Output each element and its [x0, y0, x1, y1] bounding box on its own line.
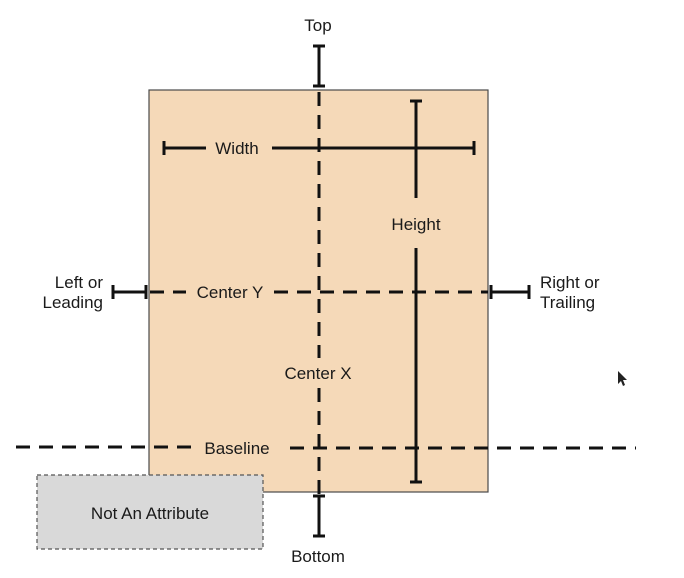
center-x-label: Center X: [284, 364, 351, 383]
baseline-label: Baseline: [204, 439, 269, 458]
bottom-label: Bottom: [291, 547, 345, 566]
not-an-attribute-box: [36, 474, 264, 550]
left-leading-label-line2: Leading: [42, 293, 103, 312]
right-trailing-marker: [489, 285, 531, 299]
center-y-label: Center Y: [197, 283, 264, 302]
left-leading-marker: [111, 285, 148, 299]
bottom-marker: [313, 494, 325, 538]
width-label: Width: [215, 139, 258, 158]
width-dimension: [162, 141, 476, 155]
mouse-pointer-icon: [618, 371, 627, 386]
height-dimension: [410, 99, 422, 484]
not-an-attribute-label: Not An Attribute: [91, 504, 209, 523]
right-trailing-label-line1: Right or: [540, 273, 600, 292]
top-marker: [313, 44, 325, 88]
height-label: Height: [391, 215, 440, 234]
left-leading-label-line1: Left or: [55, 273, 104, 292]
right-trailing-label-line2: Trailing: [540, 293, 595, 312]
top-label: Top: [304, 16, 331, 35]
